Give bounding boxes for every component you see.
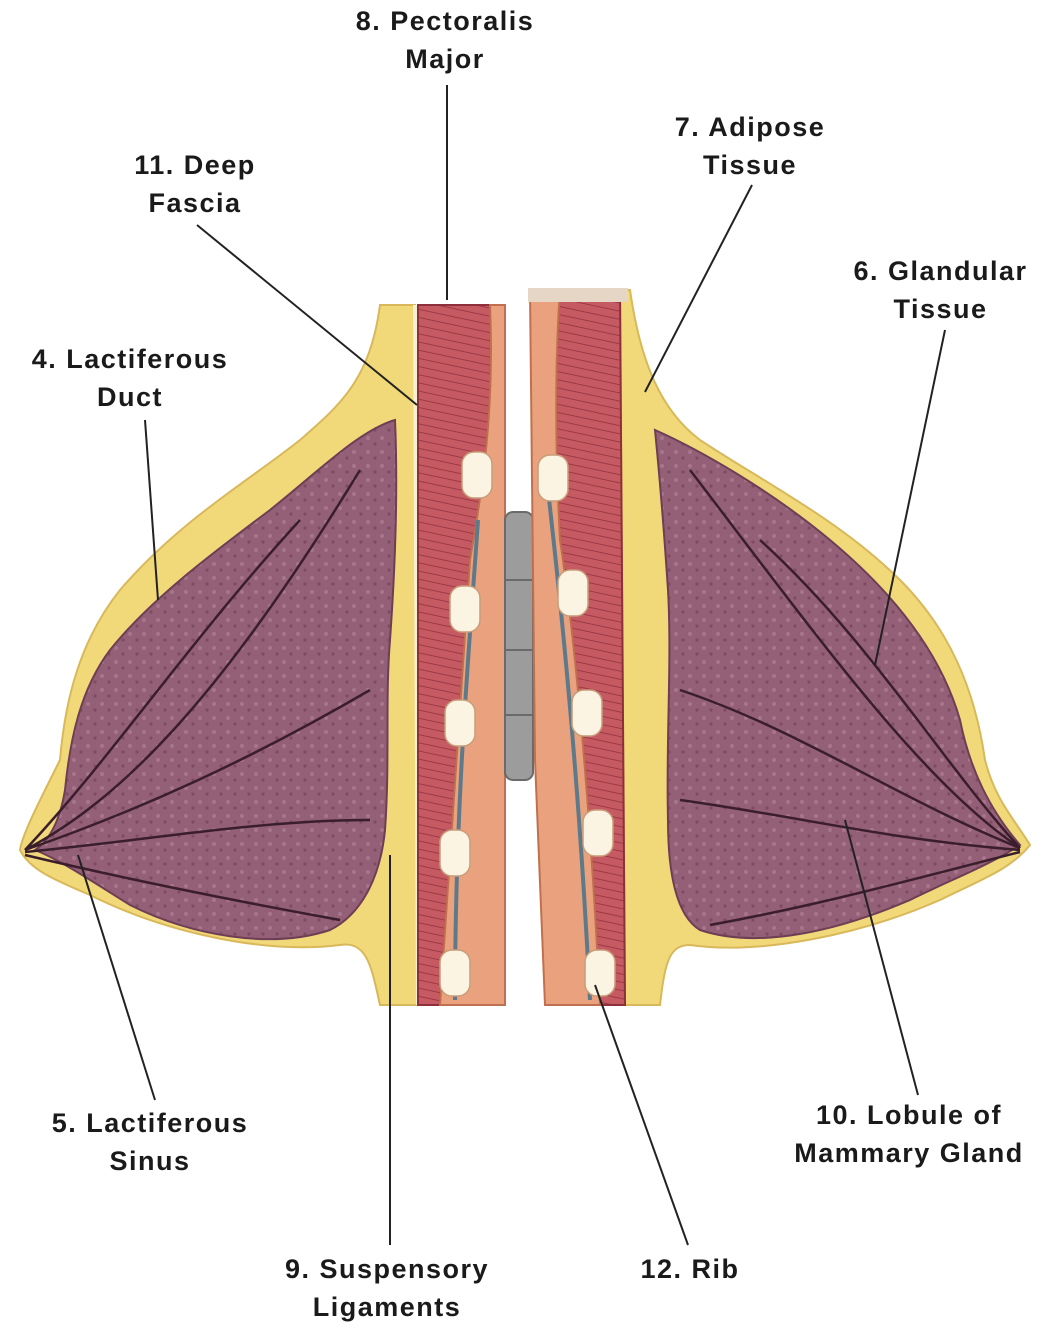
hinge [505,512,533,780]
leader-rib [595,985,688,1245]
leader-adipose-tissue [645,185,752,392]
right-breast-section [528,288,1030,1005]
